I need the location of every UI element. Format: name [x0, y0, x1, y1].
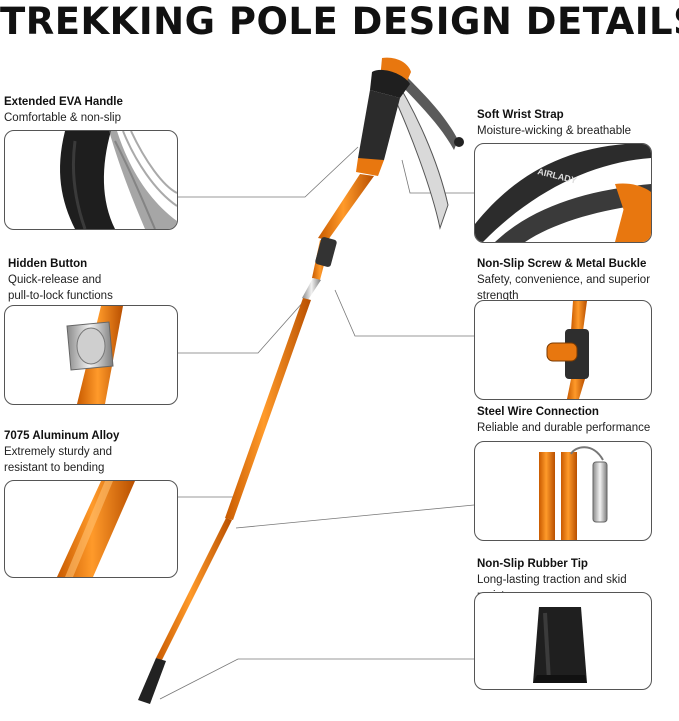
feature-desc: pull-to-lock functions: [8, 290, 113, 302]
handle: [356, 57, 411, 176]
feature-desc: Moisture-wicking & breathable: [477, 125, 632, 137]
feature-button: Hidden Button Quick-release and pull-to-…: [8, 257, 178, 304]
detail-box-strap: AIRLADY: [474, 143, 652, 243]
feature-handle: Extended EVA Handle Comfortable & non-sl…: [4, 95, 174, 126]
leader-strap: [401, 159, 474, 194]
detail-box-alloy: [4, 480, 178, 578]
leader-lines: [159, 146, 475, 700]
feature-heading: Hidden Button: [8, 258, 88, 270]
middle-shaft: [225, 298, 311, 520]
feature-alloy: 7075 Aluminum Alloy Extremely sturdy and…: [4, 429, 174, 476]
wrist-strap: [387, 70, 464, 230]
buckle-clamp: [315, 237, 337, 267]
feature-strap: Soft Wrist Strap Moisture-wicking & brea…: [477, 108, 677, 139]
buckle-closeup: [546, 301, 589, 399]
feature-desc: resistant to bending: [4, 462, 105, 474]
leader-wire: [235, 504, 475, 529]
upper-shaft: [318, 174, 374, 240]
feature-desc: Quick-release and: [8, 274, 102, 286]
feature-desc: Comfortable & non-slip: [4, 112, 121, 124]
alloy-closeup: [57, 481, 135, 577]
feature-buckle: Non-Slip Screw & Metal Buckle Safety, co…: [477, 257, 677, 304]
feature-desc: Extremely sturdy and: [4, 446, 113, 458]
feature-heading: Non-Slip Rubber Tip: [477, 558, 588, 570]
detail-box-handle: [4, 130, 178, 230]
wire-closeup: [539, 446, 608, 540]
button-closeup: [66, 306, 123, 404]
handle-closeup: [60, 131, 177, 229]
leader-handle: [178, 146, 359, 198]
feature-heading: 7075 Aluminum Alloy: [4, 430, 120, 442]
leader-buckle: [334, 289, 474, 337]
feature-wire: Steel Wire Connection Reliable and durab…: [477, 405, 677, 436]
detail-box-tip: [474, 592, 652, 690]
hidden-button-band: [302, 278, 321, 300]
feature-desc: strength: [477, 290, 519, 302]
detail-box-buckle: [474, 300, 652, 400]
rubber-tip: [138, 658, 166, 704]
detail-box-button: [4, 305, 178, 405]
leader-tip: [159, 658, 474, 700]
rubber-tip-closeup: [533, 607, 587, 683]
leader-button: [178, 291, 313, 354]
feature-heading: Soft Wrist Strap: [477, 109, 564, 121]
feature-heading: Non-Slip Screw & Metal Buckle: [477, 258, 647, 270]
strap-closeup: AIRLADY: [475, 144, 651, 242]
lower-shaft: [156, 518, 232, 660]
feature-desc: Reliable and durable performance: [477, 422, 651, 434]
feature-heading: Extended EVA Handle: [4, 96, 123, 108]
detail-box-wire: [474, 441, 652, 541]
feature-desc: Safety, convenience, and superior: [477, 274, 651, 286]
feature-heading: Steel Wire Connection: [477, 406, 599, 418]
page-title: TREKKING POLE DESIGN DETAILS: [0, 0, 679, 43]
